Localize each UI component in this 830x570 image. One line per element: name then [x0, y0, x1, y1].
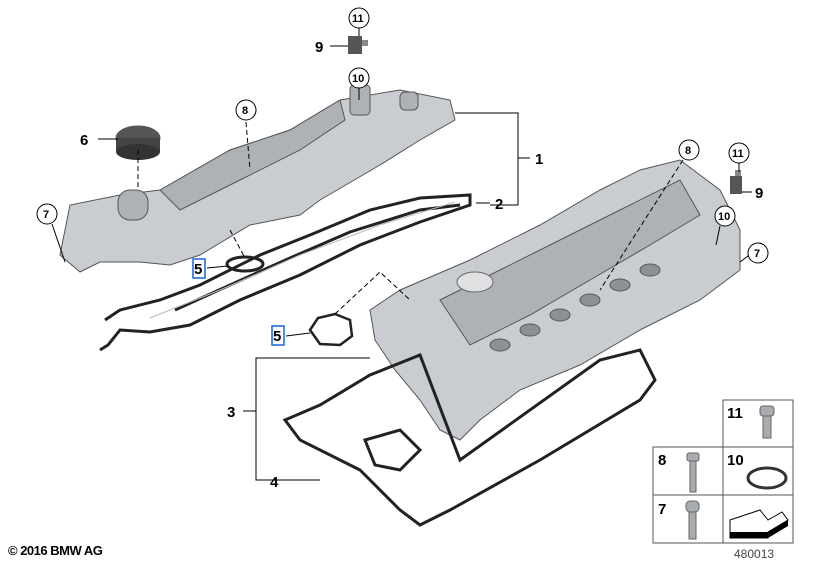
copyright-text: © 2016 BMW AG	[8, 543, 103, 558]
bolt-long-icon	[686, 452, 700, 493]
sensor-upper[interactable]	[348, 36, 368, 54]
callout-3: 3	[227, 404, 235, 421]
callout-10b: 10	[718, 211, 730, 223]
parts-cell-8[interactable]: 8	[658, 452, 700, 493]
callout-7a: 7	[43, 209, 49, 221]
parts-cell-10[interactable]: 10	[727, 452, 788, 490]
parts-cell-label: 7	[658, 501, 666, 518]
callout-5a-highlight	[192, 258, 206, 279]
callout-10a: 10	[352, 73, 364, 85]
callout-5b[interactable]: 5	[273, 328, 281, 345]
callout-labels: 1 2 3 4 5 5 6 7 7 8 8 9 9 10 10 11 11	[36, 7, 769, 491]
parts-cell-label: 8	[658, 452, 666, 469]
callout-11a: 11	[352, 13, 364, 25]
o-ring-icon	[746, 466, 788, 490]
callout-4: 4	[270, 474, 279, 491]
parts-cell-label: 10	[727, 452, 744, 469]
callout-9a: 9	[315, 39, 323, 56]
cylinder-head-cover-lower[interactable]	[369, 159, 741, 441]
callout-7b: 7	[754, 248, 760, 260]
callout-5b-highlight	[271, 325, 285, 346]
cylinder-head-cover-upper[interactable]	[59, 84, 456, 273]
callout-9b: 9	[755, 185, 763, 202]
gasket-lower[interactable]	[282, 348, 657, 527]
callout-11b: 11	[732, 148, 744, 160]
parts-cell-7[interactable]: 7	[658, 500, 700, 540]
torx-bolt-short-icon	[759, 405, 775, 439]
parts-cell-11[interactable]: 11	[727, 405, 775, 439]
oil-filler-cap[interactable]	[115, 125, 161, 160]
o-ring-5b[interactable]	[308, 312, 354, 347]
o-ring-5a[interactable]	[225, 255, 265, 273]
parts-table: 11 8 10 7	[652, 399, 794, 544]
callout-8b: 8	[685, 145, 691, 157]
leader-lines	[51, 28, 752, 481]
parts-cell-label: 11	[727, 405, 743, 422]
sensor-right[interactable]	[730, 170, 742, 194]
torx-bolt-icon	[685, 500, 700, 540]
diagram-number: 480013	[734, 547, 775, 561]
callout-8a: 8	[242, 105, 248, 117]
gasket-upper[interactable]	[99, 193, 472, 352]
callout-6: 6	[80, 132, 88, 149]
callout-5a[interactable]: 5	[194, 261, 202, 278]
parts-cell-arrow[interactable]	[729, 509, 789, 539]
callout-2: 2	[495, 196, 503, 213]
callout-1: 1	[535, 151, 543, 168]
